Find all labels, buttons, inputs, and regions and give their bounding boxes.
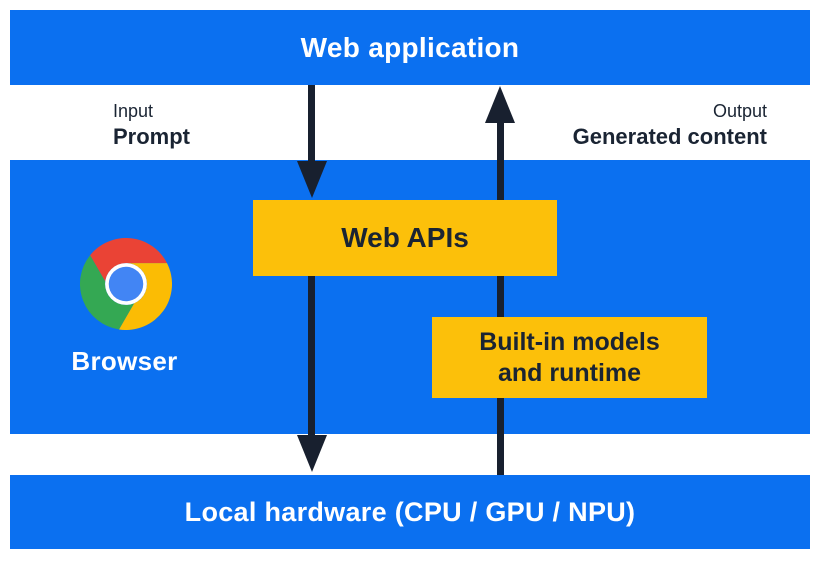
web-apis-label: Web APIs — [341, 222, 469, 253]
input-caption: Input — [113, 101, 154, 121]
output-generated-labels: Output Generated content — [573, 99, 767, 150]
input-prompt-labels: Input Prompt — [113, 99, 190, 150]
down-arrow-line-bottom — [308, 276, 315, 437]
down-arrowhead-icon — [297, 161, 327, 198]
local-hardware-label: Local hardware (CPU / GPU / NPU) — [184, 496, 636, 527]
down-arrowhead-icon — [297, 435, 327, 472]
local-hardware-band: Local hardware (CPU / GPU / NPU) — [10, 475, 810, 549]
generated-content-label: Generated content — [572, 124, 767, 149]
up-arrowhead-icon — [485, 86, 515, 123]
output-caption: Output — [712, 101, 767, 121]
web-application-band: Web application — [10, 10, 810, 85]
prompt-label: Prompt — [113, 124, 190, 149]
builtin-models-box: Built-in models and runtime — [432, 317, 707, 398]
builtin-models-label-line2: and runtime — [497, 358, 642, 387]
web-application-label: Web application — [300, 31, 520, 63]
chrome-logo-icon — [80, 238, 172, 330]
down-arrow-line-top — [308, 85, 315, 164]
web-apis-box: Web APIs — [253, 200, 557, 276]
builtin-models-label-line1: Built-in models — [479, 327, 660, 356]
browser-label: Browser — [71, 346, 178, 376]
up-arrow-line — [497, 120, 504, 476]
